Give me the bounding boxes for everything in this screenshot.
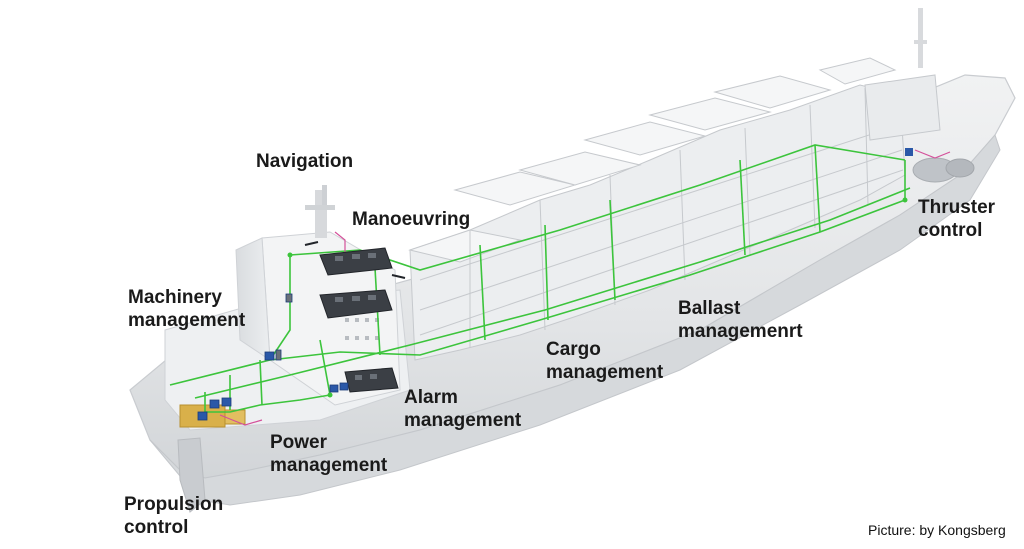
label-thruster-line2: control — [918, 220, 983, 241]
bridge-console-manoeuvring — [304, 241, 406, 279]
label-cargo-line1: Cargo — [546, 339, 601, 360]
label-ballast-line1: Ballast — [678, 298, 741, 319]
thruster-unit — [905, 148, 975, 183]
label-machinery-line2: management — [128, 310, 246, 331]
label-machinery-line1: Machinery — [128, 287, 222, 308]
picture-credit: Picture: by Kongsberg — [868, 522, 1006, 538]
label-thruster-line1: Thruster — [918, 197, 996, 218]
label-propulsion-line1: Propulsion — [124, 494, 224, 515]
label-thruster-control: Thruster control — [918, 196, 995, 242]
label-alarm-line1: Alarm — [404, 387, 458, 408]
label-ballast-management: Ballast managemenrt — [678, 297, 803, 343]
label-ballast-line2: managemenrt — [678, 321, 803, 342]
deckhouse — [164, 185, 411, 431]
label-pointers — [287, 197, 908, 398]
label-manoeuvring-text: Manoeuvring — [352, 209, 471, 230]
label-alarm-line2: management — [404, 410, 522, 431]
label-power-line2: management — [270, 455, 388, 476]
bridge-console-machinery — [319, 289, 393, 319]
label-propulsion-line2: control — [124, 517, 189, 538]
label-power-management: Power management — [270, 431, 387, 477]
container-stacks — [408, 57, 941, 361]
control-units — [197, 293, 349, 421]
label-manoeuvring: Manoeuvring — [352, 208, 470, 231]
signal-lines — [219, 149, 951, 426]
label-machinery-management: Machinery management — [128, 286, 245, 332]
label-power-line1: Power — [270, 432, 328, 453]
network-lines — [169, 144, 911, 413]
label-navigation: Navigation — [256, 150, 353, 173]
label-propulsion-control: Propulsion control — [124, 493, 223, 539]
label-navigation-text: Navigation — [256, 151, 354, 172]
label-alarm-management: Alarm management — [404, 386, 521, 432]
control-room-console-alarm — [344, 367, 399, 393]
label-cargo-management: Cargo management — [546, 338, 663, 384]
label-cargo-line2: management — [546, 362, 664, 383]
